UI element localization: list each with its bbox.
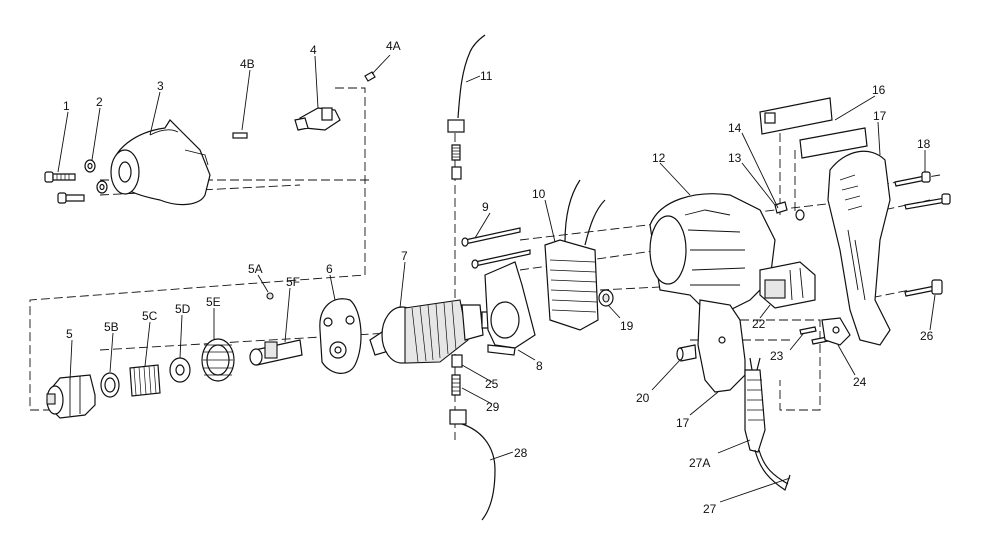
part-5b-washer [100, 372, 120, 398]
callout-14: 14 [728, 121, 742, 135]
callout-labels: 1 2 3 4B 4 4A 11 9 10 12 13 14 16 17 18 … [63, 39, 934, 516]
callout-4a: 4A [386, 39, 401, 53]
part-10-field-coil [544, 179, 606, 331]
part-5f-spindle [249, 339, 303, 366]
callout-5b: 5B [104, 320, 119, 334]
callout-17-upper: 17 [873, 109, 887, 123]
callout-25: 25 [485, 377, 499, 391]
part-23-screws [799, 326, 829, 345]
part-16-nameplates [759, 97, 868, 159]
part-5-clutch [46, 374, 96, 419]
callout-28: 28 [514, 446, 528, 460]
callout-1: 1 [63, 99, 70, 113]
callout-19: 19 [620, 319, 634, 333]
part-6-bearing-plate [319, 298, 362, 374]
part-25-brush [451, 354, 463, 368]
part-13-washer [795, 209, 805, 221]
leader-lines [57, 54, 936, 503]
callout-22: 22 [752, 317, 766, 331]
part-12-motor-housing [649, 193, 776, 311]
callout-5e: 5E [206, 295, 221, 309]
callout-29: 29 [486, 400, 500, 414]
part-4-switch-lever [294, 107, 341, 131]
part-26-screw [904, 279, 943, 297]
part-3-gear-housing [110, 119, 211, 206]
part-17-handle-left [697, 299, 746, 393]
part-5e-gear [201, 338, 235, 382]
part-17-handle-right [827, 150, 891, 346]
callout-7: 7 [401, 249, 408, 263]
part-11-brush-lead [447, 34, 486, 180]
callout-3: 3 [157, 79, 164, 93]
part-4b-pin [232, 132, 248, 139]
callout-5c: 5C [142, 309, 158, 323]
callout-5: 5 [66, 327, 73, 341]
part-5a-ball [266, 292, 274, 300]
callout-27a: 27A [689, 456, 710, 470]
part-27a-cord-protector [744, 357, 766, 453]
part-1-screw [44, 171, 85, 204]
callout-11: 11 [480, 69, 493, 83]
callout-16: 16 [872, 83, 886, 97]
part-8-baffle [484, 261, 536, 356]
callout-5f: 5F [286, 275, 300, 289]
part-22-switch [759, 261, 816, 309]
callout-4: 4 [310, 43, 317, 57]
part-7-armature [369, 299, 501, 364]
callout-6: 6 [326, 262, 333, 276]
callout-10: 10 [532, 187, 546, 201]
callout-9: 9 [482, 200, 489, 214]
part-20-bushing [676, 344, 697, 362]
part-9-screws [461, 227, 531, 269]
callout-20: 20 [636, 391, 650, 405]
callout-17-lower: 17 [676, 416, 690, 430]
callout-27: 27 [703, 502, 717, 516]
callout-4b: 4B [240, 57, 255, 71]
part-24-cord-clamp [821, 317, 851, 346]
part-4a-spring [364, 71, 376, 82]
part-18-screws [894, 171, 951, 210]
callout-13: 13 [728, 151, 742, 165]
part-14-screw [774, 201, 788, 214]
part-2-washer [84, 159, 108, 194]
part-19-bearing [598, 289, 614, 307]
part-28-brush-lead [449, 409, 496, 521]
callout-12: 12 [652, 151, 666, 165]
part-5c-spring [129, 364, 161, 397]
part-27-cord [754, 449, 791, 491]
callout-8: 8 [536, 359, 543, 373]
callout-24: 24 [853, 375, 867, 389]
part-5d-bushing [169, 357, 191, 383]
callout-5d: 5D [175, 302, 191, 316]
part-29-brush-spring [451, 374, 461, 396]
callout-26: 26 [920, 329, 934, 343]
callout-5a: 5A [248, 262, 263, 276]
callout-18: 18 [917, 137, 931, 151]
callout-23: 23 [770, 349, 784, 363]
callout-2: 2 [96, 95, 103, 109]
